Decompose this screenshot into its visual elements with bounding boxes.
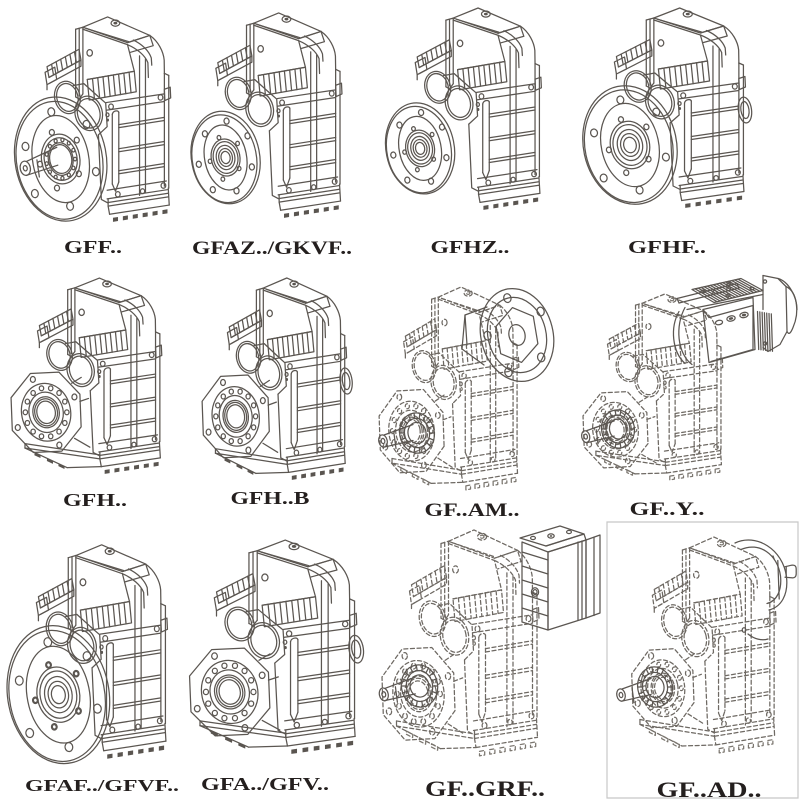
svg-text:GF..AM..: GF..AM.. — [425, 500, 520, 521]
svg-text:GFHZ..: GFHZ.. — [431, 237, 510, 257]
svg-text:GF..GRF..: GF..GRF.. — [425, 776, 545, 800]
svg-text:GFAF../GFVF..: GFAF../GFVF.. — [25, 776, 179, 795]
svg-text:GFHF..: GFHF.. — [628, 237, 706, 257]
svg-text:GFF..: GFF.. — [64, 237, 122, 257]
svg-text:GFH..B: GFH..B — [231, 488, 310, 508]
svg-text:GFH..: GFH.. — [63, 490, 127, 510]
svg-text:GFA../GFV..: GFA../GFV.. — [201, 774, 329, 794]
svg-text:GFAZ../GKVF..: GFAZ../GKVF.. — [192, 238, 352, 259]
svg-text:GF..Y..: GF..Y.. — [630, 499, 705, 520]
svg-text:GF..AD..: GF..AD.. — [657, 777, 762, 800]
